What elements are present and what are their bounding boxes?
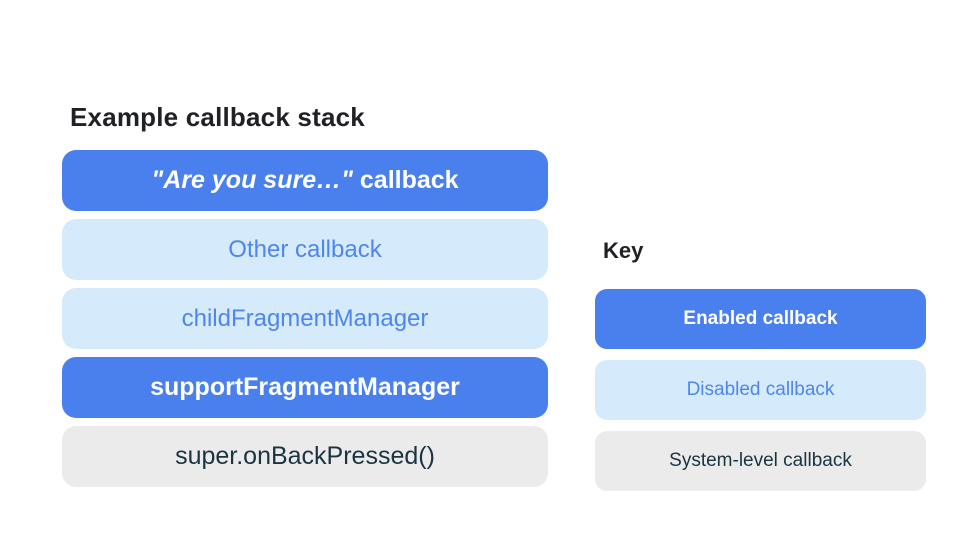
stack-item-label: "Are you sure…" callback: [151, 166, 458, 195]
key-item-system-level-callback: System-level callback: [595, 431, 926, 491]
key-item-label: Enabled callback: [683, 308, 838, 329]
stack-item-label-italic: "Are you sure…": [151, 166, 353, 194]
callback-stack: "Are you sure…" callback Other callback …: [62, 150, 548, 487]
stack-item-label: Other callback: [228, 235, 382, 263]
stack-item-label: super.onBackPressed(): [175, 442, 435, 470]
stack-item-support-fragment-manager: supportFragmentManager: [62, 357, 548, 418]
key-item-disabled-callback: Disabled callback: [595, 360, 926, 420]
key-item-label: Disabled callback: [686, 379, 835, 400]
key-item-enabled-callback: Enabled callback: [595, 289, 926, 349]
key-title: Key: [603, 238, 644, 263]
key-legend: Enabled callback Disabled callback Syste…: [595, 289, 926, 491]
stack-item-child-fragment-manager: childFragmentManager: [62, 288, 548, 349]
stack-item-label-rest: callback: [352, 166, 459, 194]
stack-title: Example callback stack: [70, 102, 365, 132]
stack-item-label: supportFragmentManager: [150, 373, 460, 401]
stack-item-super-on-back-pressed: super.onBackPressed(): [62, 426, 548, 487]
stack-item-are-you-sure-callback: "Are you sure…" callback: [62, 150, 548, 211]
key-item-label: System-level callback: [669, 450, 852, 471]
stack-item-other-callback: Other callback: [62, 219, 548, 280]
stack-item-label: childFragmentManager: [181, 304, 429, 332]
